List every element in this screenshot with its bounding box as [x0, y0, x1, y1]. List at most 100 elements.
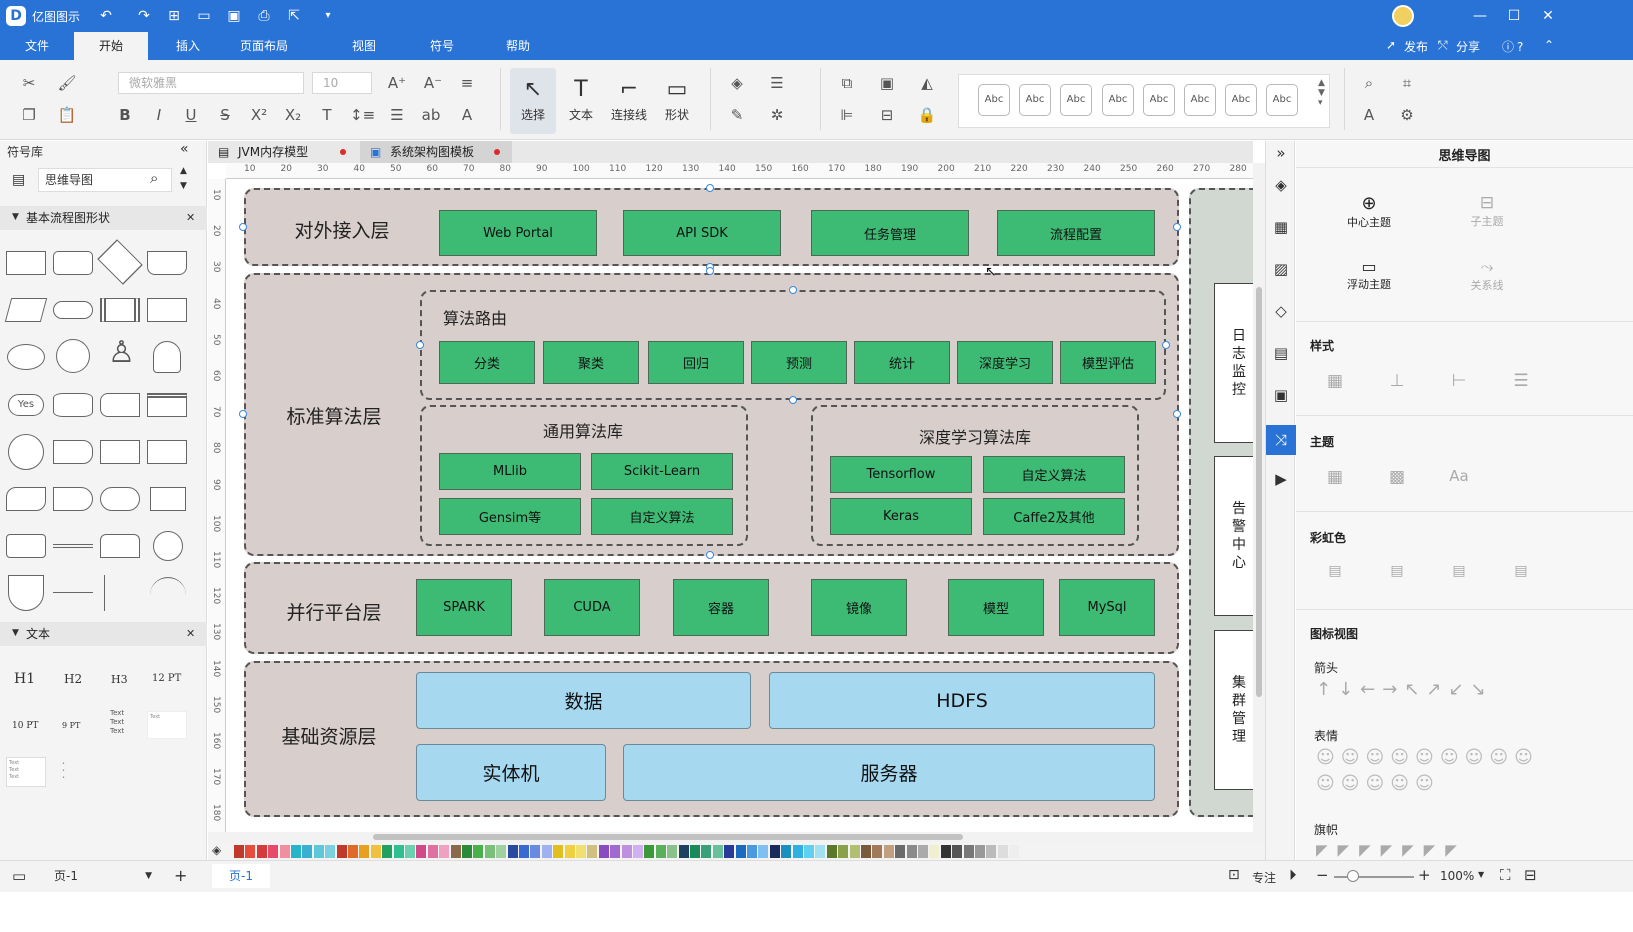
- diagram-box[interactable]: SPARK: [416, 579, 512, 636]
- shape-manual-process[interactable]: [147, 298, 187, 322]
- crop-icon[interactable]: ⌗: [1402, 74, 1412, 92]
- menu-tab-help[interactable]: 帮助: [505, 39, 530, 53]
- color-swatch[interactable]: [735, 845, 746, 858]
- style-swatch[interactable]: Abc: [1184, 84, 1216, 116]
- section-text[interactable]: 文本: [0, 622, 207, 646]
- search-icon[interactable]: ⌕: [150, 169, 159, 187]
- zoom-dropdown-icon[interactable]: ▼: [1478, 870, 1485, 879]
- line-spacing-icon[interactable]: ↕≡: [350, 106, 376, 124]
- style-swatch[interactable]: Abc: [978, 84, 1010, 116]
- share-button[interactable]: 分享: [1456, 40, 1481, 54]
- font-color-icon[interactable]: A: [461, 106, 473, 124]
- side-box-log[interactable]: 日志监控: [1214, 283, 1253, 443]
- color-swatch[interactable]: [564, 845, 575, 858]
- color-swatch[interactable]: [473, 845, 484, 858]
- page-select[interactable]: 页-1 ▼: [46, 865, 156, 887]
- sub-topic-button[interactable]: ⊟ 子主题: [1454, 193, 1520, 229]
- color-swatch[interactable]: [234, 845, 244, 858]
- shape-rectangle[interactable]: [6, 251, 46, 275]
- style-swatch[interactable]: Abc: [1266, 84, 1298, 116]
- help-button[interactable]: ⓘ?: [1502, 40, 1524, 54]
- menu-tab-page-layout[interactable]: 页面布局: [239, 39, 288, 53]
- color-swatch[interactable]: [348, 845, 358, 858]
- diagram-box[interactable]: 自定义算法: [983, 456, 1125, 493]
- shape-arc[interactable]: [150, 577, 186, 613]
- selection-handle[interactable]: [1162, 341, 1170, 349]
- color-swatch[interactable]: [655, 845, 666, 858]
- color-swatch[interactable]: [940, 845, 951, 858]
- add-page-icon[interactable]: +: [174, 866, 188, 885]
- shape-divider[interactable]: [53, 544, 93, 548]
- shape-document[interactable]: [147, 251, 187, 275]
- color-swatch[interactable]: [690, 845, 700, 858]
- color-swatch[interactable]: [496, 845, 507, 858]
- align-shapes-icon[interactable]: ⊫: [840, 106, 854, 124]
- diagram-box[interactable]: 分类: [439, 341, 535, 384]
- scrollbar-thumb[interactable]: [373, 834, 963, 840]
- diagram-box[interactable]: MLlib: [439, 453, 581, 490]
- bullets-icon[interactable]: ☰: [390, 106, 404, 124]
- text-12pt[interactable]: 12 PT: [152, 673, 182, 684]
- data-panel-icon[interactable]: ▣: [1273, 386, 1289, 404]
- style-tree-icon[interactable]: ⊥: [1389, 371, 1405, 391]
- color-swatch[interactable]: [986, 845, 997, 858]
- effects-icon[interactable]: ✲: [770, 106, 784, 124]
- color-swatch[interactable]: [507, 845, 518, 858]
- decrease-font-icon[interactable]: A⁻: [423, 74, 443, 92]
- text-10pt[interactable]: 10 PT: [12, 721, 39, 731]
- color-swatch[interactable]: [370, 845, 381, 858]
- find-icon[interactable]: ⌕: [1364, 74, 1374, 92]
- doc-tab-system-arch[interactable]: ▣ 系统架构图模板: [360, 141, 512, 163]
- scrollbar-thumb[interactable]: [1256, 287, 1262, 697]
- diagram-box[interactable]: CUDA: [544, 579, 640, 636]
- style-swatch[interactable]: Abc: [1060, 84, 1092, 116]
- line-color-icon[interactable]: ✎: [730, 106, 744, 124]
- diagram-box[interactable]: 容器: [673, 579, 769, 636]
- flip-icon[interactable]: ◭: [921, 74, 933, 92]
- color-swatch[interactable]: [724, 845, 735, 858]
- color-swatch[interactable]: [906, 845, 917, 858]
- scroll-down-icon[interactable]: ▼: [180, 181, 187, 191]
- present-panel-icon[interactable]: ▶: [1275, 470, 1287, 488]
- style-swatch[interactable]: Abc: [1102, 84, 1134, 116]
- text-h2[interactable]: H2: [64, 672, 83, 686]
- gallery-scroll-icon[interactable]: ▲▼▾: [1318, 78, 1325, 108]
- text-case-icon[interactable]: T: [322, 106, 332, 124]
- library-menu-icon[interactable]: ▤: [12, 172, 26, 188]
- emoji-icons-row[interactable]: ☺☺☺☺☺: [1316, 773, 1440, 794]
- save-icon[interactable]: ▣: [227, 8, 241, 24]
- color-swatch[interactable]: [621, 845, 632, 858]
- diagram-box[interactable]: 聚类: [543, 341, 639, 384]
- bold-icon[interactable]: B: [119, 106, 131, 124]
- diagram-box[interactable]: 数据: [416, 672, 751, 729]
- text-h3[interactable]: H3: [111, 673, 128, 686]
- text-h1[interactable]: H1: [14, 671, 36, 687]
- shape-actor[interactable]: ♙: [108, 335, 135, 370]
- collapse-ribbon-icon[interactable]: ⌃: [1544, 38, 1555, 52]
- color-swatch[interactable]: [633, 845, 643, 858]
- layout-panel-icon[interactable]: ▦: [1273, 218, 1289, 236]
- text-tool[interactable]: T 文本: [558, 68, 604, 134]
- selection-handle[interactable]: [789, 286, 797, 294]
- color-swatch[interactable]: [929, 845, 940, 858]
- color-swatch[interactable]: [256, 845, 267, 858]
- side-box-cluster[interactable]: 集群管理: [1214, 630, 1253, 790]
- menu-tab-home[interactable]: 开始: [74, 32, 148, 60]
- color-swatch[interactable]: [553, 845, 564, 858]
- diagram-box[interactable]: 实体机: [416, 744, 606, 801]
- rainbow-option-icon[interactable]: ▤: [1328, 563, 1342, 579]
- shape-circle[interactable]: [56, 339, 90, 373]
- color-swatch[interactable]: [598, 845, 609, 858]
- selection-handle[interactable]: [706, 551, 714, 559]
- shape-hexagon[interactable]: [6, 534, 46, 558]
- shape-connector[interactable]: [153, 531, 183, 561]
- shape-annotation[interactable]: [104, 575, 138, 611]
- diagram-box[interactable]: Gensim等: [439, 498, 581, 535]
- color-swatch[interactable]: [462, 845, 472, 858]
- zoom-in-icon[interactable]: +: [1418, 866, 1431, 884]
- connector-tool[interactable]: ⌐ 连接线: [606, 68, 652, 134]
- relationship-button[interactable]: ⤳ 关系线: [1454, 257, 1520, 293]
- color-swatch[interactable]: [530, 845, 541, 858]
- close-section-icon[interactable]: ✕: [186, 211, 196, 224]
- color-swatch[interactable]: [313, 845, 324, 858]
